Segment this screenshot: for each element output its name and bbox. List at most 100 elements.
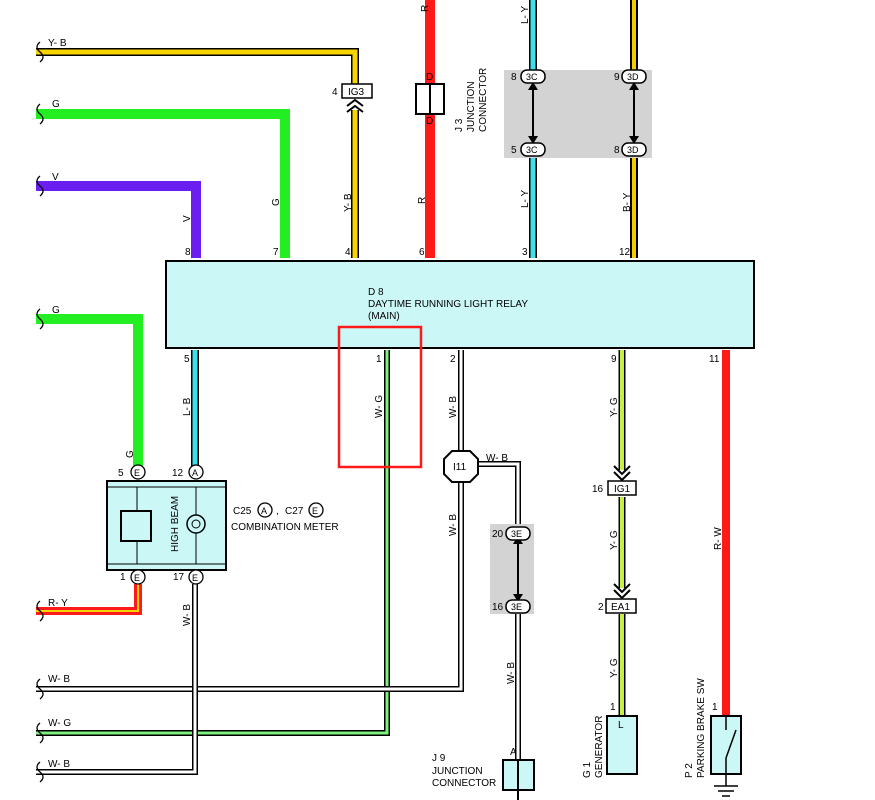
label-g-vert: G [271, 198, 282, 206]
meter-pin-12-tag: A [192, 468, 198, 478]
label-by-vert: B- Y [622, 192, 633, 212]
wire-break-marks [36, 41, 44, 783]
meter-ref1: C25 [233, 506, 252, 517]
relay-pin-bottom-11: 11 [709, 354, 720, 365]
ea1-label: EA1 [611, 602, 630, 613]
pin-3c-bottom-num: 5 [511, 145, 517, 156]
j3-code: J 3 [454, 118, 465, 132]
meter-ref-sep: , [276, 506, 279, 517]
connector-ig1: 16 IG1 [592, 465, 637, 496]
junction-connector-j9: A J 9 JUNCTION CONNECTOR [432, 747, 535, 800]
meter-ref1-tag: A [261, 506, 267, 516]
wire-ry [36, 584, 142, 615]
meter-pin-1: 1 [120, 572, 126, 583]
pin-3e-top: 3E [511, 529, 522, 539]
label-wg-bottom: W- G [48, 718, 71, 729]
wire-wb-pin2 [36, 350, 464, 692]
relay-pin-bottom-1: 1 [376, 354, 382, 365]
pin-3c-top: 3C [526, 72, 538, 82]
label-wb-vert: W- B [448, 396, 459, 418]
ig3-pin: 4 [332, 87, 338, 98]
relay-pin-top-7: 7 [273, 247, 279, 258]
wire-wb-branch [474, 461, 521, 760]
label-g-meter: G [125, 450, 136, 458]
label-g-top: G [52, 99, 60, 110]
label-ry: R- Y [48, 598, 68, 609]
j3-name1: JUNCTION [466, 81, 477, 132]
connector-block-3e: 20 3E 16 3E [490, 524, 534, 614]
label-yb-vert: Y- B [343, 193, 354, 212]
pin-3c-bottom: 3C [526, 145, 538, 155]
i11-label: I11 [453, 462, 467, 473]
meter-pin-5-tag: E [134, 468, 140, 478]
label-yb-top: Y- B [48, 38, 67, 49]
relay-pin-bottom-2: 2 [450, 354, 456, 365]
label-r-top: R [420, 5, 431, 12]
generator-tag: L [618, 720, 624, 731]
highlight-box [337, 325, 423, 469]
label-yg-vert3: Y- G [609, 658, 620, 678]
meter-ref2: C27 [285, 506, 304, 517]
relay-pin-top-4: 4 [345, 247, 351, 258]
label-v-top: V [52, 172, 59, 183]
label-rw-vert: R- W [713, 527, 724, 550]
pin-3d-bottom: 3D [627, 145, 639, 155]
wire-v [36, 181, 201, 258]
label-wb-vert2: W- B [448, 514, 459, 536]
label-wg-vert: W- G [374, 395, 385, 418]
relay-pin-bottom-9: 9 [611, 354, 617, 365]
wire-g-left [36, 314, 143, 468]
label-wb-branch-vert: W- B [506, 662, 517, 684]
pin-3d-top-num: 9 [614, 72, 620, 83]
relay-pin-top-6: 6 [419, 247, 425, 258]
j9-name1: JUNCTION [432, 766, 483, 777]
label-yg-vert2: Y- G [609, 530, 620, 550]
label-wb-branch: W- B [486, 453, 508, 464]
label-g-left: G [52, 305, 60, 316]
connector-block-3c-3d: 8 3C 5 3C 9 3D 8 3D [504, 69, 652, 158]
relay-pin-top-8: 8 [185, 247, 191, 258]
wire-labels: Y- B G V G R- Y W- B W- G W- B W- B V G … [48, 5, 724, 770]
j9-code: J 9 [432, 753, 446, 764]
relay-sub: (MAIN) [368, 311, 400, 322]
meter-pin-5: 5 [118, 468, 124, 479]
label-ly-top: L- Y [520, 6, 531, 24]
j9-name2: CONNECTOR [432, 778, 496, 789]
meter-pin-1-tag: E [134, 573, 140, 583]
meter-ref2-tag: E [312, 506, 318, 516]
pin-3e-bottom-num: 16 [492, 602, 504, 613]
pin-3c-top-num: 8 [511, 72, 517, 83]
ig3-label: IG3 [348, 87, 365, 98]
parking-code: P 2 [684, 763, 695, 778]
ea1-pin: 2 [598, 602, 604, 613]
junction-connector-j3: D D J 3 JUNCTION CONNECTOR [415, 68, 489, 132]
parking-brake-switch: 1 P 2 PARKING BRAKE SW [684, 678, 742, 797]
label-yg-vert1: Y- G [609, 397, 620, 417]
meter-high-beam-label: HIGH BEAM [170, 496, 181, 552]
label-wb-bottom1: W- B [48, 674, 70, 685]
j3-pin-bottom: D [426, 116, 433, 127]
generator-g1: 1 L G 1 GENERATOR [582, 702, 638, 778]
generator-code: G 1 [582, 761, 593, 778]
wire-yb-top [36, 48, 359, 258]
ig1-pin: 16 [592, 484, 604, 495]
wire-wb-meter [36, 584, 198, 775]
pin-3e-bottom: 3E [511, 602, 522, 612]
pin-3e-top-num: 20 [492, 529, 504, 540]
meter-pin-12: 12 [172, 468, 184, 479]
meter-name: COMBINATION METER [231, 522, 339, 533]
relay-code: D 8 [368, 287, 384, 298]
label-v-vert: V [182, 215, 193, 222]
pin-3d-top: 3D [627, 72, 639, 82]
generator-name: GENERATOR [594, 716, 605, 778]
wire-g-top [36, 109, 290, 258]
daytime-running-light-relay: D 8 DAYTIME RUNNING LIGHT RELAY (MAIN) 8… [165, 247, 755, 365]
connector-ea1: 2 EA1 [598, 583, 637, 614]
generator-pin: 1 [610, 702, 616, 713]
ig1-label: IG1 [614, 484, 631, 495]
j3-pin-top: D [426, 72, 433, 83]
j9-pin: A [510, 747, 517, 758]
combination-meter: HIGH BEAM 5 E 12 A 1 E 17 E C25 A , C27 … [106, 464, 339, 585]
label-wb-meter: W- B [182, 604, 193, 626]
